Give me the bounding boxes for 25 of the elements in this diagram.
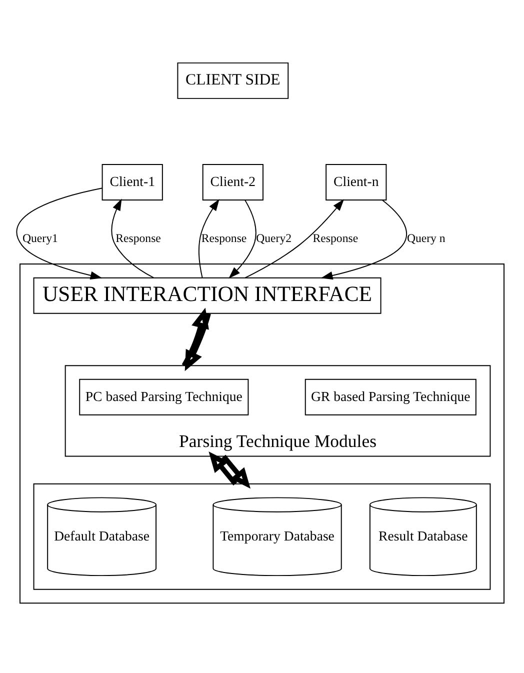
edge-label: Query1 (22, 230, 58, 244)
node-box: GR based Parsing Technique (304, 378, 476, 415)
node-box: PC based Parsing Technique (79, 378, 249, 415)
cluster (33, 482, 491, 590)
node-box: USER INTERACTION INTERFACE (33, 276, 382, 314)
arrow (198, 198, 220, 278)
node-box: Client-n (326, 163, 387, 200)
node-box: Client-1 (102, 163, 163, 200)
arrow (182, 307, 209, 366)
node-box: Client-2 (202, 163, 264, 200)
arrow (111, 198, 154, 278)
cluster (19, 263, 505, 604)
edge-label: Response (116, 230, 161, 244)
edge-label: Response (312, 230, 358, 244)
edge-label: Query n (406, 230, 446, 244)
arrow (16, 187, 103, 279)
arrow (244, 198, 344, 278)
arrow (184, 312, 211, 371)
arrow (320, 199, 408, 280)
node-box: CLIENT SIDE (177, 62, 289, 98)
edge-label: Response (201, 230, 247, 244)
edge-label: Query2 (256, 230, 292, 244)
arrow (222, 454, 250, 488)
arrow (208, 451, 238, 485)
arrow (228, 199, 256, 278)
